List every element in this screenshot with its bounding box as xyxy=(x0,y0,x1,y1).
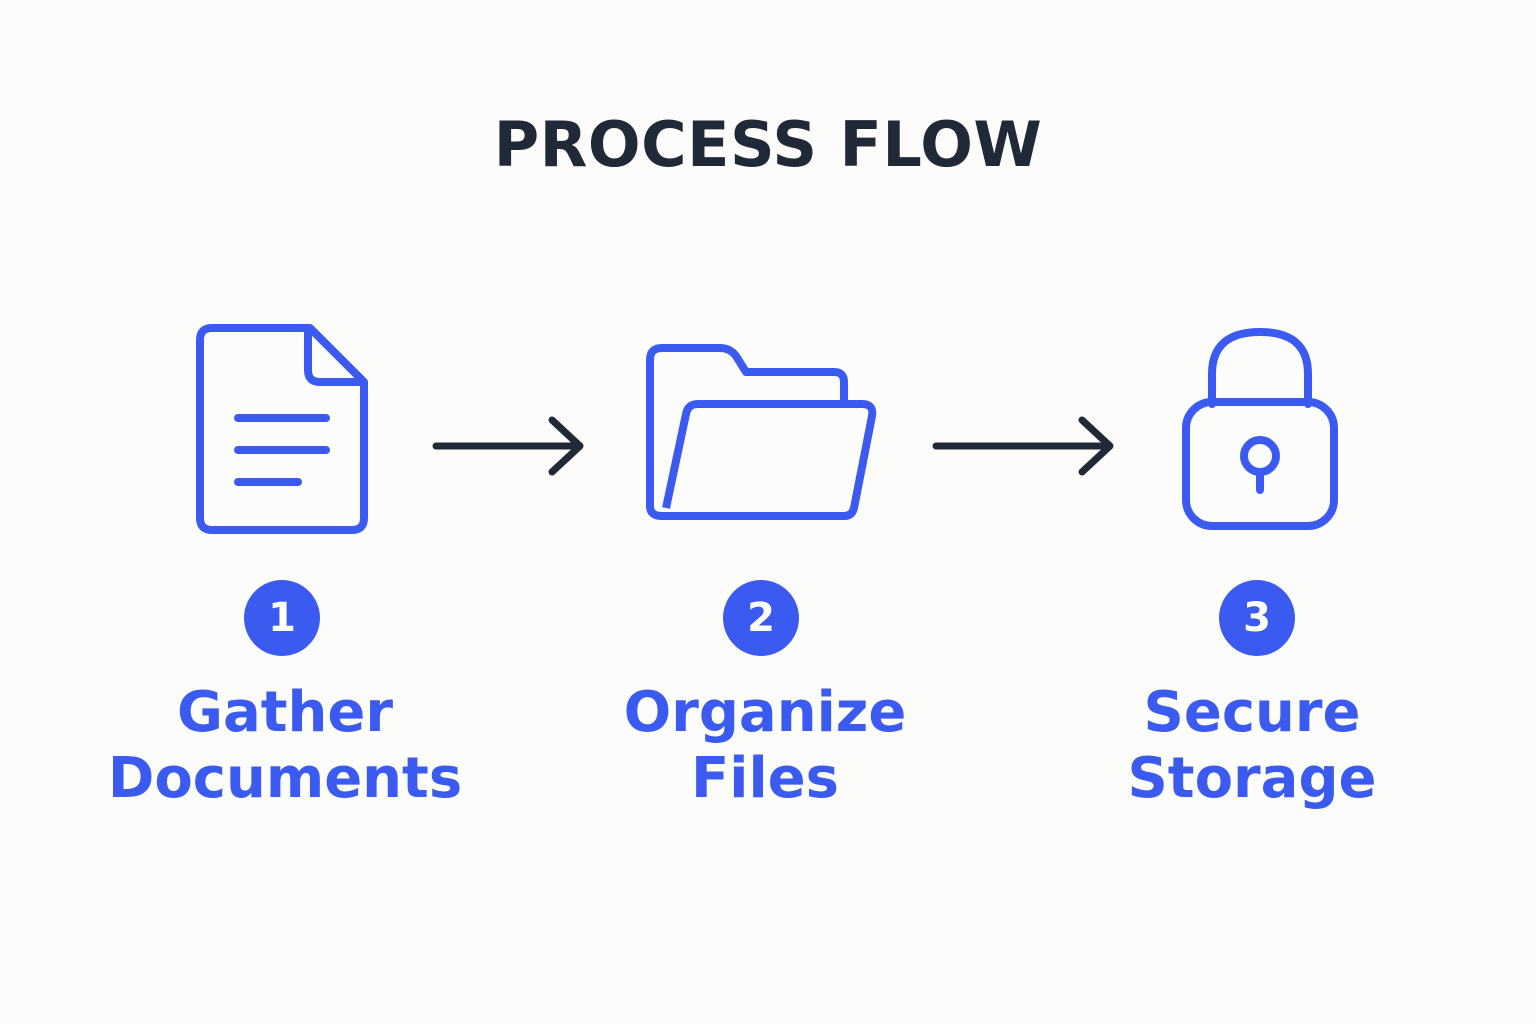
step-number-badge: 1 xyxy=(244,580,320,656)
folder-icon xyxy=(646,344,877,520)
step-number-badge: 3 xyxy=(1219,580,1295,656)
step-label-line: Gather xyxy=(177,680,393,745)
step-label-line: Organize xyxy=(623,680,907,745)
arrow-right-icon xyxy=(432,416,584,476)
step-label: Gather Documents xyxy=(75,680,495,812)
step-label-line: Documents xyxy=(107,746,463,811)
step-number-badge: 2 xyxy=(723,580,799,656)
arrow-right-icon xyxy=(932,416,1114,476)
step-label-line: Secure xyxy=(1143,680,1361,745)
step-label-line: Storage xyxy=(1127,746,1377,811)
step-label: Secure Storage xyxy=(1042,680,1462,812)
padlock-icon xyxy=(1182,327,1338,530)
step-label-line: Files xyxy=(691,746,839,811)
document-icon xyxy=(196,324,368,534)
page-title: PROCESS FLOW xyxy=(493,108,1043,181)
step-label: Organize Files xyxy=(555,680,975,812)
